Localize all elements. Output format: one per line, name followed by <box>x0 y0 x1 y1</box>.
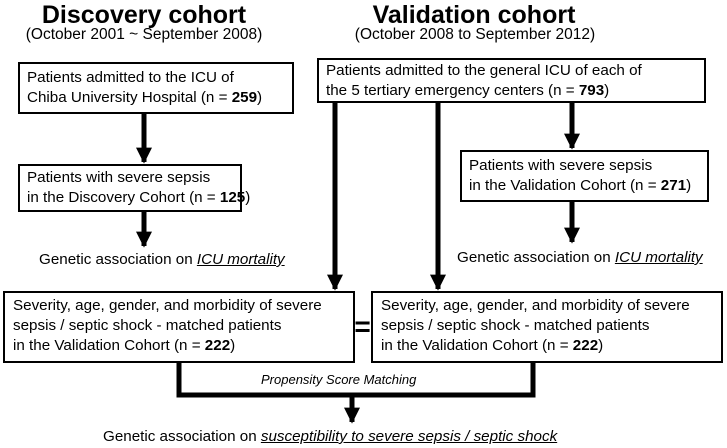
discovery-genetic-outcome: ICU mortality <box>196 251 285 268</box>
validation-admitted-line2: the 5 tertiary emergency centers (n = 79… <box>326 81 697 101</box>
discovery-matched-line3: in the Validation Cohort (n = 222) <box>13 336 345 356</box>
discovery-matched-line2: sepsis / septic shock - matched patients <box>13 317 282 334</box>
propensity-score-matching-label: Propensity Score Matching <box>261 372 417 387</box>
discovery-cohort-period: (October 2001 ~ September 2008) <box>25 26 263 43</box>
validation-cohort-period: (October 2008 to September 2012) <box>354 26 596 43</box>
validation-sepsis-line2-suffix: ) <box>686 177 692 194</box>
validation-sepsis-line2-prefix: in the Validation Cohort (n = <box>469 177 661 194</box>
propensity-matching-bracket <box>176 363 536 398</box>
validation-sepsis-box: Patients with severe sepsis in the Valid… <box>460 150 709 202</box>
final-genetic-outcome: susceptibility to severe sepsis / septic… <box>260 428 558 445</box>
validation-sepsis-count: 271 <box>660 177 687 194</box>
validation-matched-line1: Severity, age, gender, and morbidity of … <box>381 297 690 314</box>
discovery-matched-line3-suffix: ) <box>230 337 236 354</box>
discovery-sepsis-box: Patients with severe sepsis in the Disco… <box>18 164 250 212</box>
discovery-admitted-line2: Chiba University Hospital (n = 259) <box>27 88 285 108</box>
discovery-admitted-line1: Patients admitted to the ICU of <box>27 69 234 86</box>
equals-sign: = <box>354 311 371 342</box>
discovery-admitted-line2-prefix: Chiba University Hospital (n = <box>27 89 232 106</box>
validation-matched-line3-prefix: in the Validation Cohort (n = <box>381 337 573 354</box>
discovery-matched-line1: Severity, age, gender, and morbidity of … <box>13 297 322 314</box>
validation-admitted-box: Patients admitted to the general ICU of … <box>317 58 706 103</box>
validation-genetic-prefix: Genetic association on <box>457 249 615 266</box>
validation-matched-line3-suffix: ) <box>598 337 604 354</box>
discovery-cohort-title: Discovery cohort <box>41 1 247 29</box>
discovery-matched-line3-prefix: in the Validation Cohort (n = <box>13 337 205 354</box>
final-genetic-association: Genetic association on susceptibility to… <box>103 428 557 446</box>
discovery-admitted-line2-suffix: ) <box>257 89 263 106</box>
validation-genetic-association: Genetic association on ICU mortality <box>457 249 703 267</box>
discovery-admitted-box: Patients admitted to the ICU of Chiba Un… <box>18 62 294 114</box>
discovery-sepsis-line2-prefix: in the Discovery Cohort (n = <box>27 189 220 206</box>
final-genetic-prefix: Genetic association on <box>103 428 261 445</box>
discovery-matched-box: Severity, age, gender, and morbidity of … <box>3 291 355 363</box>
validation-genetic-outcome: ICU mortality <box>614 249 703 266</box>
discovery-sepsis-line2-suffix: ) <box>245 189 251 206</box>
validation-matched-box: Severity, age, gender, and morbidity of … <box>371 291 723 363</box>
validation-sepsis-line2: in the Validation Cohort (n = 271) <box>469 176 700 196</box>
validation-matched-count: 222 <box>572 337 599 354</box>
validation-cohort-title: Validation cohort <box>372 1 576 29</box>
validation-admitted-line1: Patients admitted to the general ICU of … <box>326 62 642 79</box>
discovery-genetic-association: Genetic association on ICU mortality <box>39 251 285 269</box>
validation-admitted-line2-prefix: the 5 tertiary emergency centers (n = <box>326 82 579 99</box>
validation-matched-line2: sepsis / septic shock - matched patients <box>381 317 650 334</box>
validation-sepsis-line1: Patients with severe sepsis <box>469 157 653 174</box>
validation-matched-line3: in the Validation Cohort (n = 222) <box>381 336 713 356</box>
validation-admitted-line2-suffix: ) <box>604 82 610 99</box>
discovery-matched-count: 222 <box>204 337 231 354</box>
validation-admitted-count: 793 <box>578 82 605 99</box>
discovery-sepsis-line2: in the Discovery Cohort (n = 125) <box>27 188 250 208</box>
discovery-sepsis-count: 125 <box>219 189 246 206</box>
discovery-admitted-count: 259 <box>231 89 258 106</box>
discovery-genetic-prefix: Genetic association on <box>39 251 197 268</box>
discovery-sepsis-line1: Patients with severe sepsis <box>27 169 211 186</box>
